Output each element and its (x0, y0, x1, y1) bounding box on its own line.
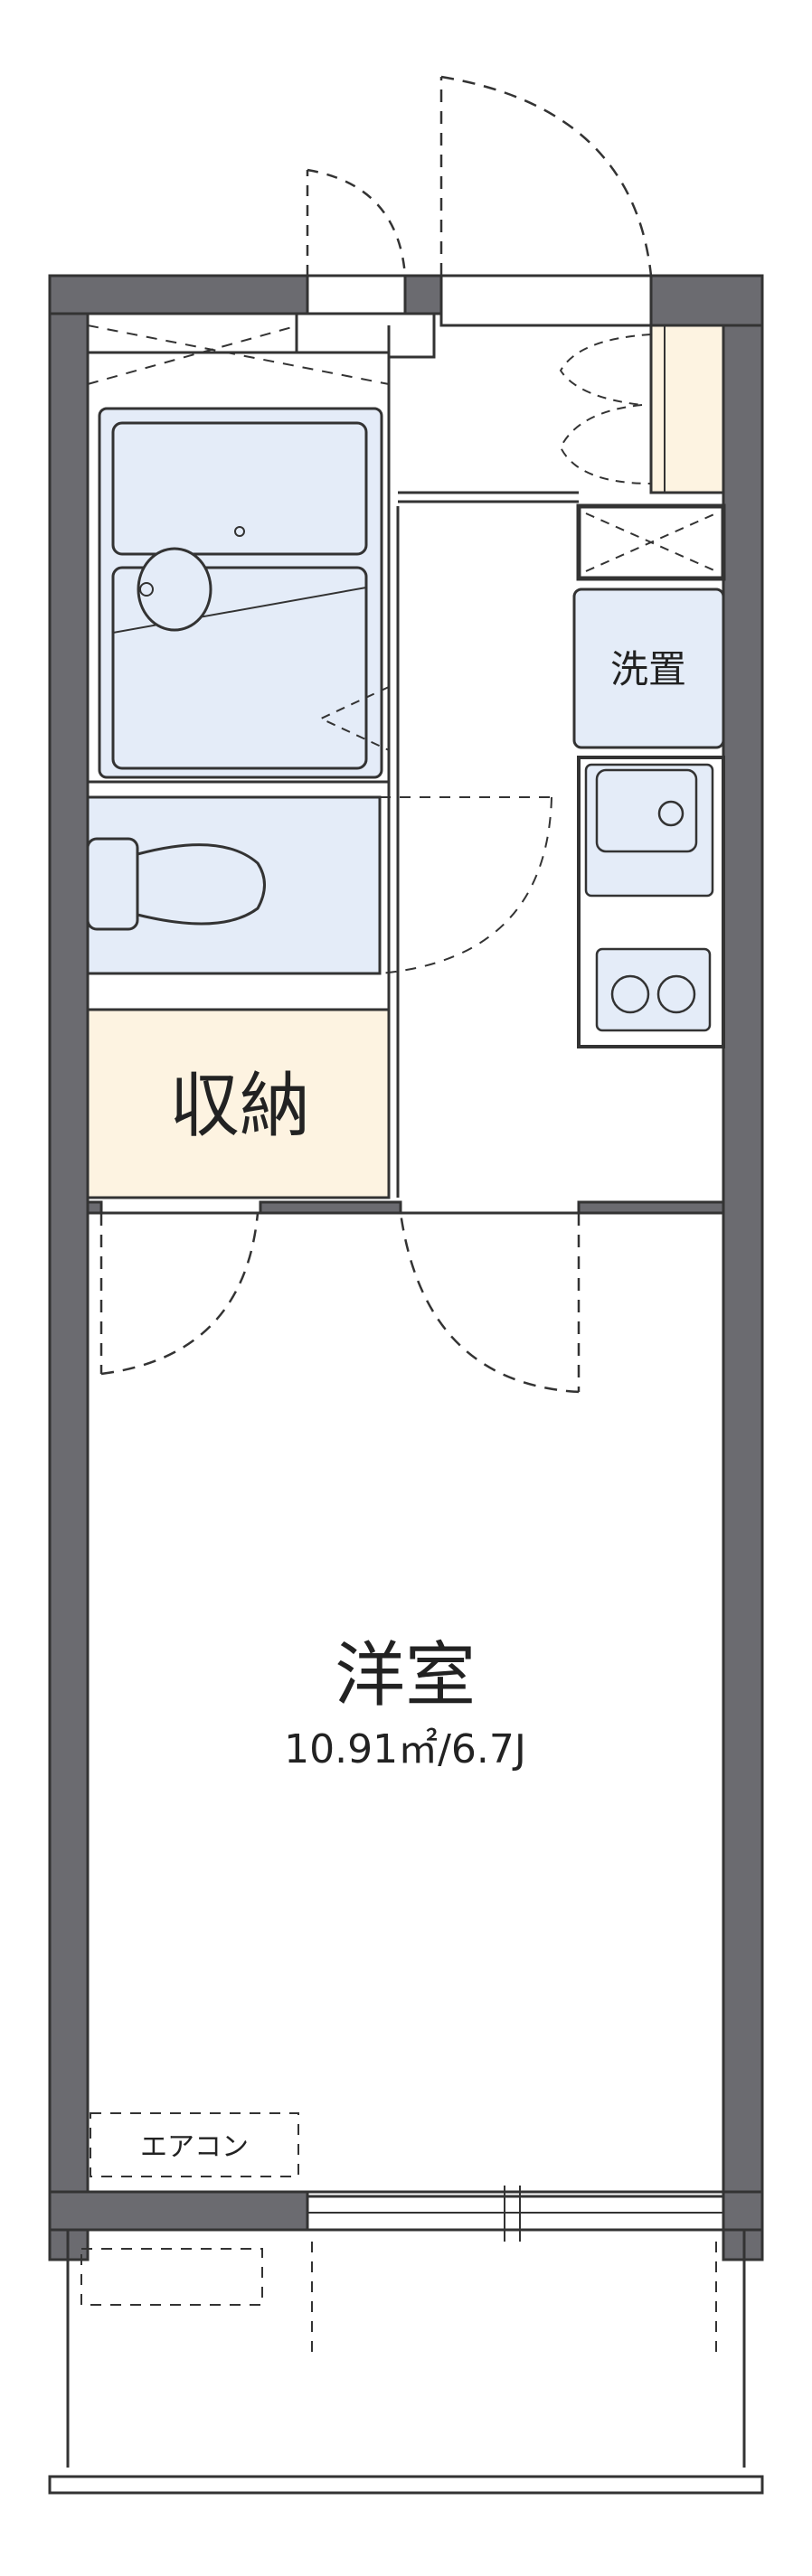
western-room-label: 洋室 (335, 1635, 476, 1716)
top-wall-right (649, 274, 764, 327)
interior-wall-segment-3 (577, 1200, 725, 1215)
top-wall-mid (403, 274, 443, 315)
storage-closet: 収納 (86, 1008, 391, 1199)
corridor-lines (387, 325, 579, 1198)
interior-wall-segment-2 (259, 1200, 402, 1215)
stove (595, 947, 712, 1032)
kitchen (577, 756, 725, 1048)
toilet-tank (86, 837, 139, 931)
shoe-cabinet-box (649, 324, 725, 494)
outdoor-unit (80, 2248, 263, 2306)
storage-label: 収納 (169, 1066, 310, 1147)
washing-machine-box (572, 588, 725, 749)
left-wall (48, 274, 90, 2261)
balcony-edge (48, 2475, 764, 2495)
basin-drain (139, 582, 154, 597)
interior-walls (86, 1200, 725, 1215)
shoe-cabinet (559, 324, 725, 494)
washing-machine-space: 洗置 (572, 588, 725, 749)
burner-right (656, 974, 696, 1014)
bathroom (86, 324, 391, 784)
bath-ceiling-hatch-2 (87, 324, 299, 385)
outer-walls (48, 274, 764, 2261)
top-wall-left (48, 274, 309, 315)
pipe-space-box (576, 503, 726, 581)
bathtub (111, 421, 368, 556)
kitchen-sink (595, 768, 698, 853)
bottom-wall-left (48, 2190, 309, 2232)
burner-left (610, 974, 650, 1014)
storage-closet-box (86, 1008, 391, 1199)
small-door-swing (306, 168, 407, 277)
shoe-cabinet-door-swing (559, 334, 652, 484)
toilet-door-swing (379, 796, 552, 974)
air-conditioner-label: エアコン (140, 2131, 249, 2163)
front-door-swing (439, 75, 653, 277)
balcony-window (306, 2186, 725, 2242)
western-room-floor (86, 1211, 725, 2194)
western-room-area: 10.91㎡/6.7J (284, 1726, 526, 1772)
pipe-space (576, 503, 726, 581)
entrance-step (295, 312, 436, 359)
toilet-room (86, 795, 552, 975)
western-room: 洋室 10.91㎡/6.7J (86, 1211, 725, 2194)
balcony (48, 2230, 764, 2495)
air-conditioner-box (90, 2112, 299, 2177)
washing-machine-label: 洗置 (610, 647, 686, 691)
right-wall (722, 274, 764, 2261)
bottom-wall-right (722, 2190, 764, 2232)
air-conditioner: エアコン (90, 2112, 299, 2177)
room-door-swings (99, 1212, 581, 1394)
tub-drain (234, 526, 245, 537)
pipe-space-cross-2 (585, 512, 717, 572)
sink-drain (657, 800, 685, 827)
closet-door-swing (99, 1212, 260, 1376)
interior-wall-segment-1 (86, 1200, 103, 1215)
bath-door-swing (318, 686, 390, 751)
toilet-bowl (136, 843, 266, 926)
entrance (295, 75, 653, 359)
room-door-swing (399, 1212, 581, 1394)
front-door-frame (439, 274, 653, 327)
wash-basin (137, 547, 212, 632)
